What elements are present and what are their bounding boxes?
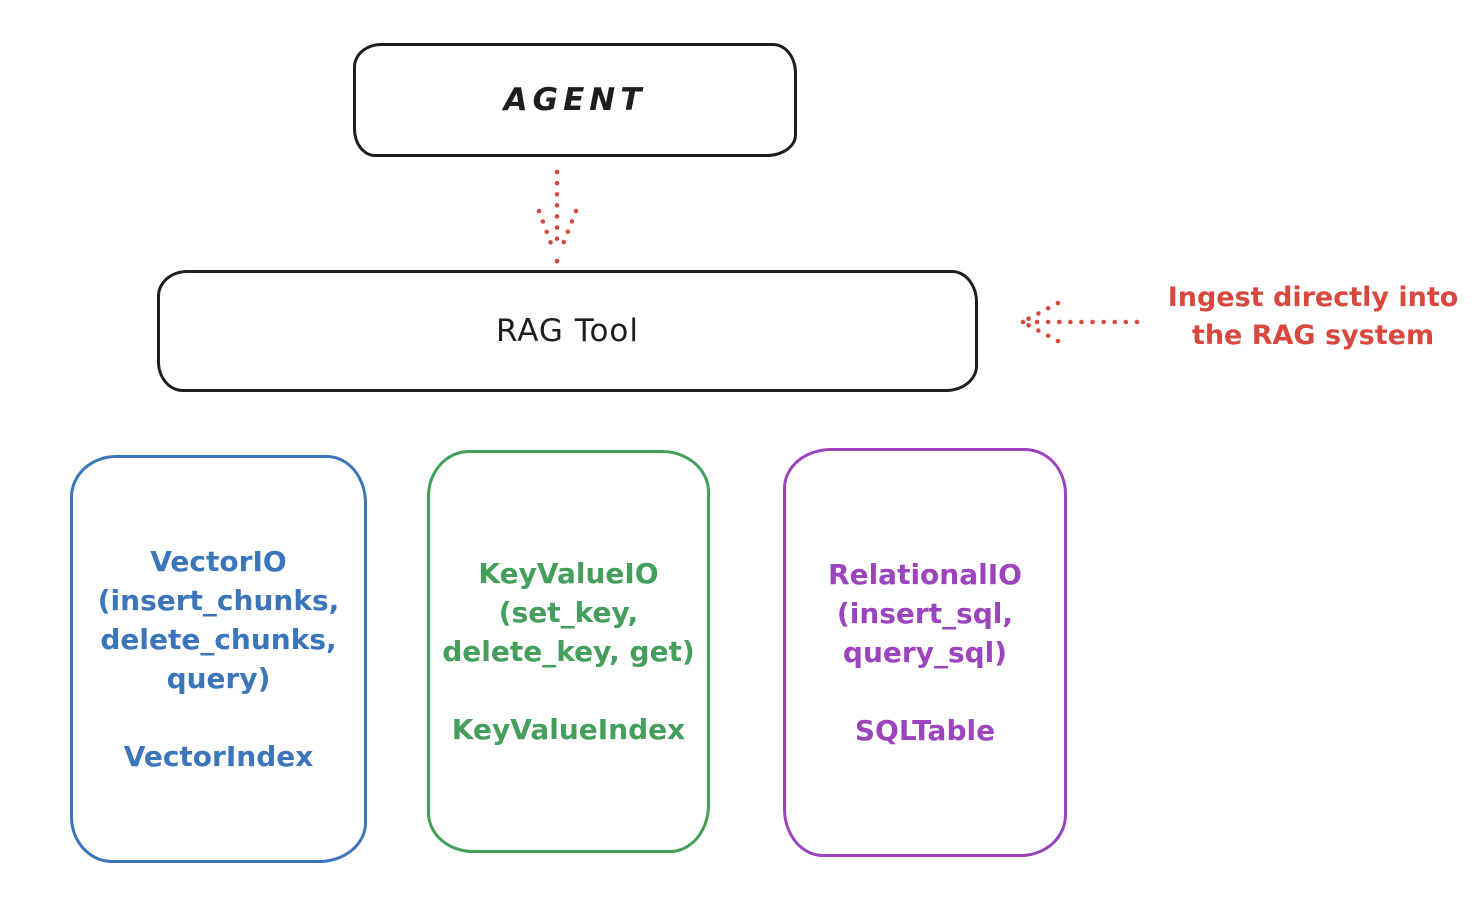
key-value-io-text: KeyValueIO (set_key, delete_key, get) Ke…: [442, 557, 695, 746]
vector-io-text: VectorIO (insert_chunks, delete_chunks, …: [97, 545, 340, 773]
relational-io-text: RelationalIO (insert_sql, query_sql) SQL…: [828, 558, 1022, 747]
agent-node: AGENT: [353, 43, 797, 157]
ingest-annotation: Ingest directly into the RAG system: [1167, 282, 1459, 351]
rag-tool-node: RAG Tool: [157, 270, 978, 392]
agent-label: AGENT: [503, 82, 647, 118]
vector-io-node: VectorIO (insert_chunks, delete_chunks, …: [70, 455, 367, 863]
rag-tool-label: RAG Tool: [495, 313, 640, 349]
relational-io-node: RelationalIO (insert_sql, query_sql) SQL…: [783, 448, 1067, 857]
key-value-io-node: KeyValueIO (set_key, delete_key, get) Ke…: [427, 450, 710, 853]
dotted-arrow-left-icon: [1020, 300, 1140, 344]
dotted-arrow-down-icon: [536, 169, 579, 264]
